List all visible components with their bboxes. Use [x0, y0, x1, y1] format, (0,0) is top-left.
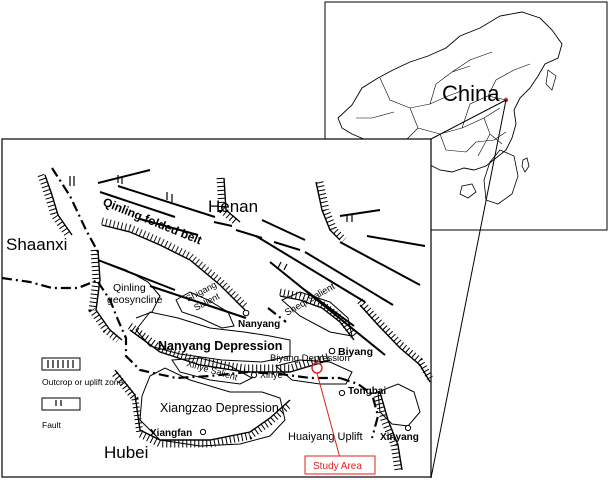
province-lines — [356, 51, 531, 157]
label-xiangzao-depression: Xiangzao Depression — [160, 401, 279, 415]
china-label: China — [442, 81, 500, 106]
label-huaiyang-uplift: Huaiyang Uplift — [288, 431, 363, 443]
coast-fragment — [545, 69, 557, 91]
legend-uplift-swatch — [41, 357, 81, 371]
city-dot-biyang — [328, 347, 336, 355]
taiwan-island — [521, 157, 530, 173]
city-label-xiangfan: Xiangfan — [150, 428, 192, 439]
legend: Outcrop or uplift zone Fault — [41, 357, 124, 430]
south-china-sea-boundary — [483, 149, 519, 205]
label-nanyang-depression: Nanyang Depression — [158, 339, 282, 353]
label-qinling-geosyncline-2: geosyncline — [107, 294, 163, 306]
city-dot-nanyang — [242, 309, 250, 317]
label-shaanxi: Shaanxi — [6, 235, 67, 254]
label-henan: Henan — [208, 197, 258, 216]
study-area-marker: Study Area — [304, 362, 376, 475]
city-markers: Nanyang Biyang Xinye Tongbai Xiangfan Xi… — [150, 309, 419, 443]
city-label-biyang: Biyang — [338, 346, 373, 358]
city-label-tongbai: Tongbai — [348, 386, 386, 397]
city-label-nanyang: Nanyang — [238, 319, 280, 330]
city-dot-xiangfan — [199, 428, 207, 436]
fault-ticks — [69, 175, 353, 271]
label-biyang-depression: Biyang Depression — [270, 353, 350, 364]
label-qinling-geosyncline-1: Qinling — [113, 282, 146, 294]
city-dot-tongbai — [338, 389, 346, 397]
connector-line-top — [430, 99, 507, 140]
uplift-zone-hatching — [37, 173, 434, 471]
main-map: Henan Shaanxi Hubei Qinling folded belt … — [1, 138, 434, 478]
fault-lines — [97, 169, 426, 356]
city-label-xinye: Xinye — [260, 370, 283, 380]
connector-line-bottom — [430, 99, 507, 479]
legend-fault-label: Fault — [42, 420, 62, 430]
label-hubei: Hubei — [104, 443, 148, 462]
legend-uplift-label: Outcrop or uplift zone — [42, 377, 124, 387]
study-area-label: Study Area — [313, 461, 362, 472]
city-label-xinyang: Xinyang — [380, 432, 419, 443]
salient-outlines — [103, 261, 421, 447]
province-boundary — [1, 167, 380, 439]
city-dot-xinyang — [404, 424, 412, 432]
study-area-box — [304, 455, 376, 475]
city-dot-xinye — [250, 371, 258, 379]
study-area-leader — [316, 372, 341, 459]
hainan-island — [459, 183, 477, 199]
